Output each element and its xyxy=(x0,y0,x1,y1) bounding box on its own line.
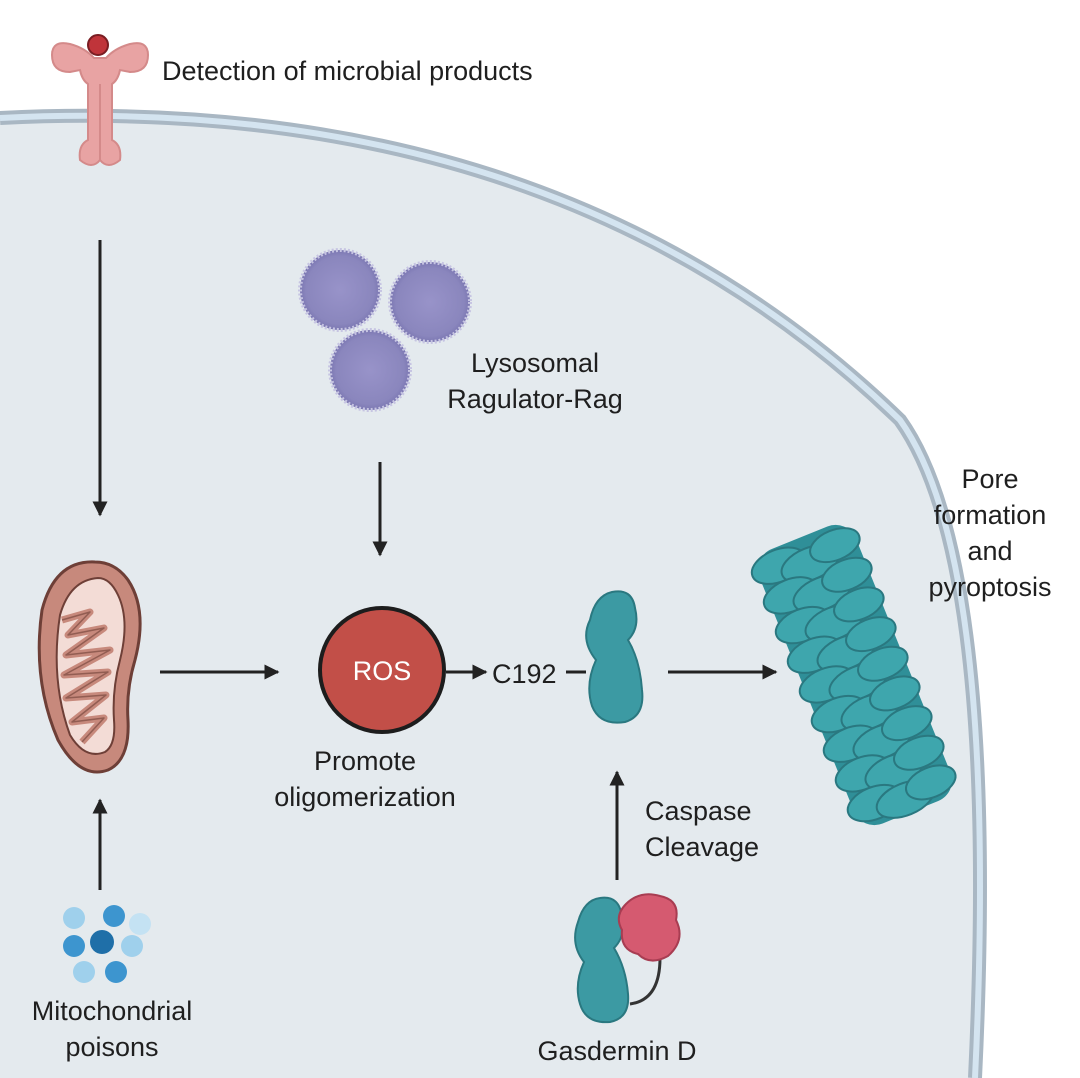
ros-label: ROS xyxy=(353,656,412,686)
pore-label-line1: Pore xyxy=(961,464,1018,494)
gasdermin-n-terminal-icon xyxy=(585,590,644,724)
pore-label-line2: formation xyxy=(934,500,1047,530)
ragulator-label: Ragulator-Rag xyxy=(447,384,623,414)
pore-label-line4: pyroptosis xyxy=(928,572,1051,602)
lysosomal-line1: Lysosomal xyxy=(471,348,599,378)
detection-label: Detection of microbial products xyxy=(162,56,533,86)
promote-label: Promote xyxy=(314,746,416,776)
ros-circle xyxy=(318,606,446,734)
pore-label-line3: and xyxy=(967,536,1012,566)
c192-label: C192 xyxy=(492,659,557,689)
lysosomal-label: Lysosomal xyxy=(471,348,599,378)
oligomerization-label: oligomerization xyxy=(274,782,456,812)
pore-oligomer-icon xyxy=(750,524,957,826)
mito-poisons-label-line1: Mitochondrial xyxy=(32,996,193,1026)
gasdermin-d-icon xyxy=(574,893,681,1024)
ligand-icon xyxy=(87,34,109,56)
cleavage-label: Cleavage xyxy=(645,832,759,862)
receptor-icon xyxy=(50,42,150,166)
gasdermin-label: Gasdermin D xyxy=(537,1036,696,1066)
cytoplasm xyxy=(0,115,980,1078)
mitochondrial-poisons-icon xyxy=(63,905,151,983)
cell-membrane-inner xyxy=(0,112,983,1078)
lysosome-icon xyxy=(298,248,472,412)
mito-poisons-label-line2: poisons xyxy=(65,1032,158,1062)
mitochondrion-icon xyxy=(37,560,142,774)
caspase-label: Caspase xyxy=(645,796,752,826)
